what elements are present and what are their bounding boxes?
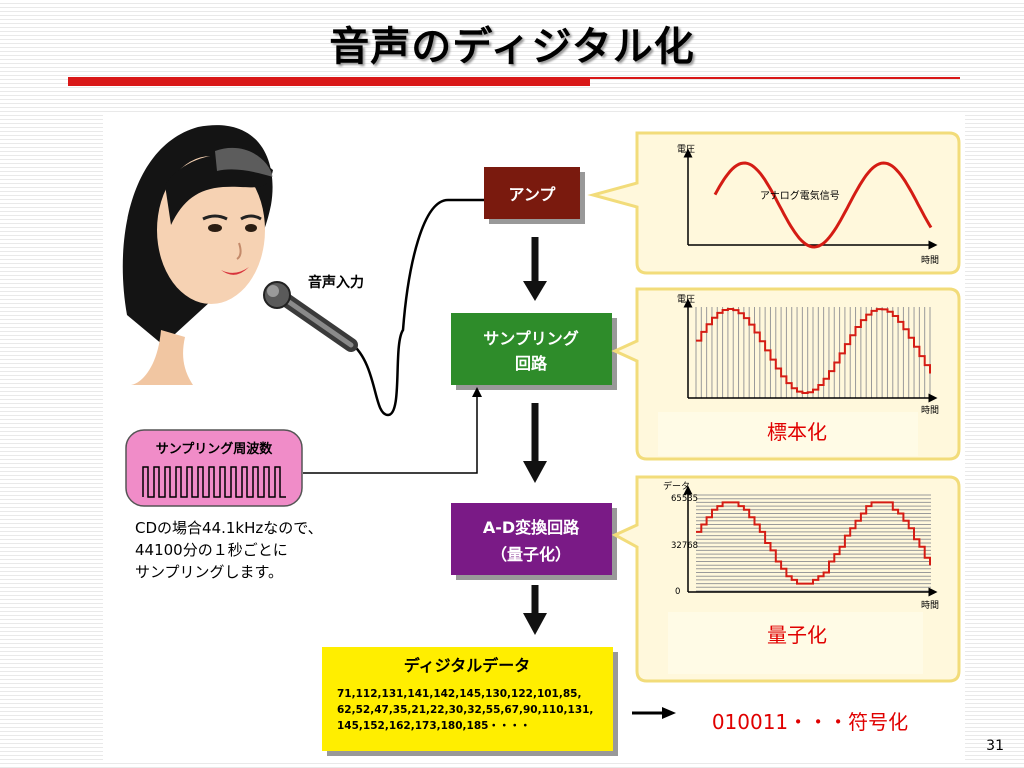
cd-note-line-3: サンプリングします。 — [135, 563, 283, 581]
quantized-tick-zero: 0 — [675, 587, 680, 597]
flow-arrow — [523, 613, 547, 635]
arrow-right-icon — [632, 707, 676, 719]
sampled-y-label: 電圧 — [677, 294, 695, 305]
sampled-x-label: 時間 — [921, 405, 939, 416]
voice-input-label: 音声入力 — [308, 274, 364, 291]
analog-signal-label: アナログ電気信号 — [760, 189, 840, 202]
diagram-canvas: 音声入力 アンプ サンプリング 回路 A-D変換回路 （量子化） ディジタルデー… — [122, 125, 961, 756]
cd-note-line-1: CDの場合44.1kHzなので、 — [135, 519, 323, 537]
sampling-circuit-label-2: 回路 — [515, 354, 548, 373]
title-underline-thin — [590, 77, 960, 79]
digitization-diagram: 音声入力 アンプ サンプリング 回路 A-D変換回路 （量子化） ディジタルデー… — [103, 115, 965, 763]
pulse-train-icon — [142, 466, 286, 498]
sampling-callout: 電圧 時間 — [611, 287, 961, 461]
sampling-annotation: 標本化 — [767, 420, 827, 444]
digital-data-box: ディジタルデータ 71,112,131,141,142,145,130,122,… — [322, 647, 618, 756]
quantized-tick-max: 65535 — [671, 494, 698, 504]
sampling-circuit-box: サンプリング 回路 — [451, 313, 617, 390]
sampling-frequency-label: サンプリング周波数 — [156, 441, 274, 457]
digital-data-title: ディジタルデータ — [404, 656, 531, 675]
flow-arrow — [523, 281, 547, 301]
analog-x-label: 時間 — [921, 255, 939, 266]
ad-converter-label-2: （量子化） — [491, 545, 571, 564]
quantized-waveform — [696, 501, 931, 585]
microphone-icon — [263, 198, 485, 417]
quantization-annotation: 量子化 — [767, 623, 827, 647]
analog-signal-callout: 電圧 時間 アナログ電気信号 — [587, 131, 961, 275]
quantized-y-label: データ — [663, 480, 690, 492]
quantization-callout: データ 時間 65535 32768 0 — [611, 475, 961, 683]
digital-data-line-2: 62,52,47,35,21,22,30,32,55,67,90,110,131… — [337, 704, 593, 716]
analog-y-label: 電圧 — [677, 144, 695, 155]
quantized-x-label: 時間 — [921, 600, 939, 611]
quantized-tick-mid: 32768 — [671, 541, 698, 551]
digital-data-line-1: 71,112,131,141,142,145,130,122,101,85, — [337, 688, 581, 700]
analog-waveform — [713, 161, 933, 249]
encoding-annotation: 010011・・・符号化 — [711, 710, 909, 734]
amp-box: アンプ — [484, 167, 585, 224]
cd-note-line-2: 44100分の１秒ごとに — [135, 541, 288, 559]
title-underline — [68, 77, 590, 86]
sampled-waveform — [696, 308, 931, 394]
amp-label: アンプ — [509, 185, 557, 204]
digital-data-line-3: 145,152,162,173,180,185・・・・ — [337, 720, 530, 732]
flow-arrow — [523, 461, 547, 483]
slide-title: 音声のディジタル化 — [329, 24, 695, 70]
sampling-frequency-box: サンプリング周波数 — [125, 429, 303, 507]
ad-converter-box: A-D変換回路 （量子化） — [451, 503, 617, 580]
page-number: 31 — [986, 738, 1004, 754]
sampling-circuit-label-1: サンプリング — [483, 329, 579, 348]
speaker-illustration — [122, 125, 273, 385]
ad-converter-label-1: A-D変換回路 — [483, 518, 580, 537]
